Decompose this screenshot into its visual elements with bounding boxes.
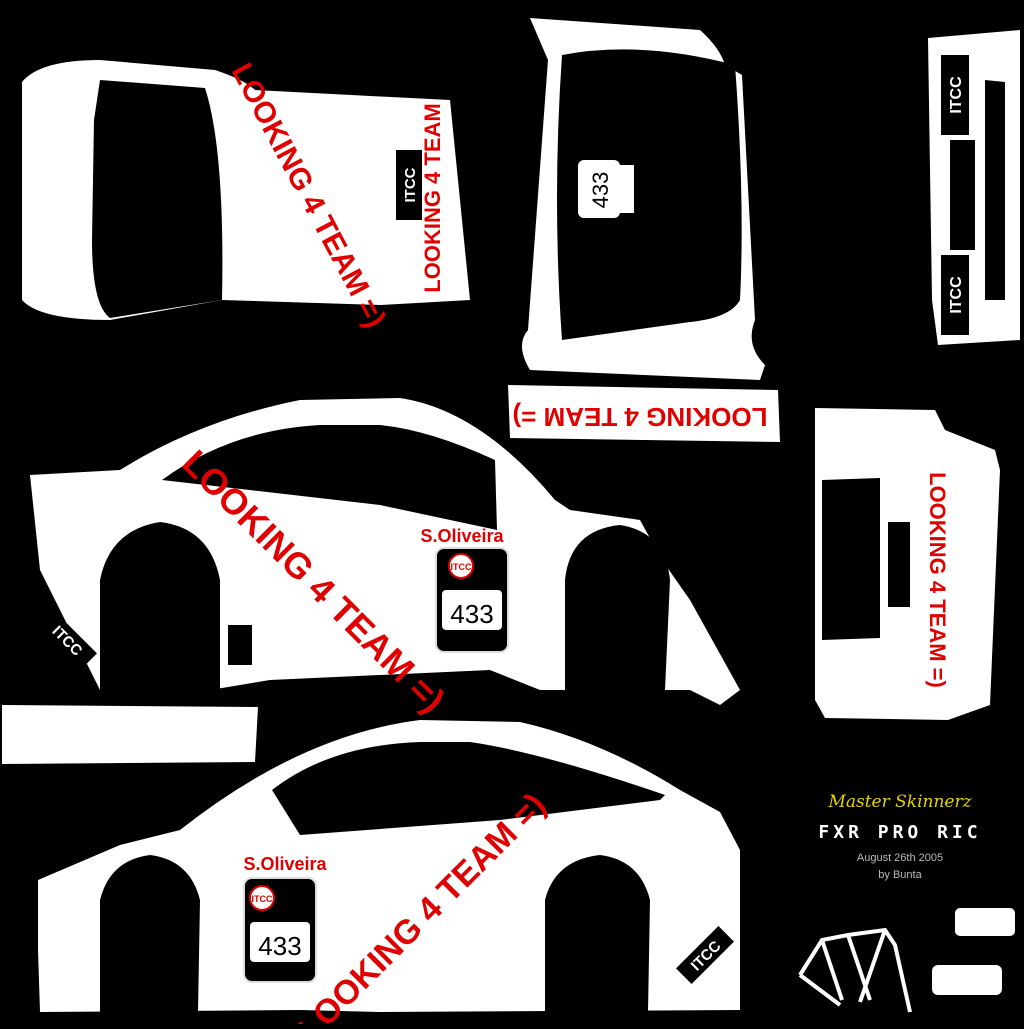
- mirror-top-icon: [955, 908, 1015, 936]
- side-left-number-plate: ITCC 433: [435, 547, 509, 653]
- front-bumper-panel: LOOKING 4 TEAM =): [815, 408, 1000, 720]
- hood-number-plate: 433: [578, 160, 634, 218]
- side-right-driver-name: S.Oliveira: [243, 854, 327, 874]
- side-left-car-number: 433: [450, 599, 493, 629]
- hood-number: 433: [588, 172, 613, 209]
- svg-text:ITCC: ITCC: [402, 167, 419, 202]
- rear-itcc-badge-bottom: ITCC: [941, 255, 969, 335]
- side-right-number-plate: ITCC 433: [243, 877, 317, 983]
- roll-cage-icon: [798, 927, 912, 1013]
- credits-car-model: FXR PRO RIC: [818, 822, 981, 843]
- credits-block: Master Skinnerz FXR PRO RIC August 26th …: [818, 792, 981, 881]
- svg-text:ITCC: ITCC: [252, 894, 273, 904]
- svg-text:ITCC: ITCC: [451, 562, 472, 572]
- sill-strip: [2, 705, 258, 764]
- rear-panel: ITCC ITCC: [928, 30, 1020, 345]
- wing-strip: LOOKING 4 TEAM =): [508, 385, 780, 442]
- mirror-bottom-icon: [932, 965, 1002, 995]
- roof-panel: LOOKING 4 TEAM =) LOOKING 4 TEAM ITCC: [22, 58, 470, 333]
- roof-sponsor-text-b: LOOKING 4 TEAM: [420, 103, 445, 292]
- wing-sponsor-text: LOOKING 4 TEAM =): [513, 402, 768, 432]
- hood-panel: 433: [521, 18, 765, 380]
- svg-text:ITCC: ITCC: [948, 76, 965, 114]
- credits-team: Master Skinnerz: [827, 792, 972, 812]
- svg-text:ITCC: ITCC: [948, 276, 965, 314]
- side-panel-left: LOOKING 4 TEAM =) S.Oliveira ITCC 433 IT…: [30, 398, 740, 720]
- bumper-sponsor-text: LOOKING 4 TEAM =): [925, 472, 950, 688]
- side-right-car-number: 433: [258, 931, 301, 961]
- itcc-badge-icon: ITCC: [396, 150, 422, 220]
- credits-date: August 26th 2005: [857, 852, 943, 864]
- side-left-driver-name: S.Oliveira: [420, 526, 504, 546]
- credits-author: by Bunta: [878, 869, 922, 881]
- side-panel-right: S.Oliveira ITCC 433 LOOKING 4 TEAM =) IT…: [38, 720, 740, 1029]
- rear-itcc-badge-top: ITCC: [941, 55, 969, 135]
